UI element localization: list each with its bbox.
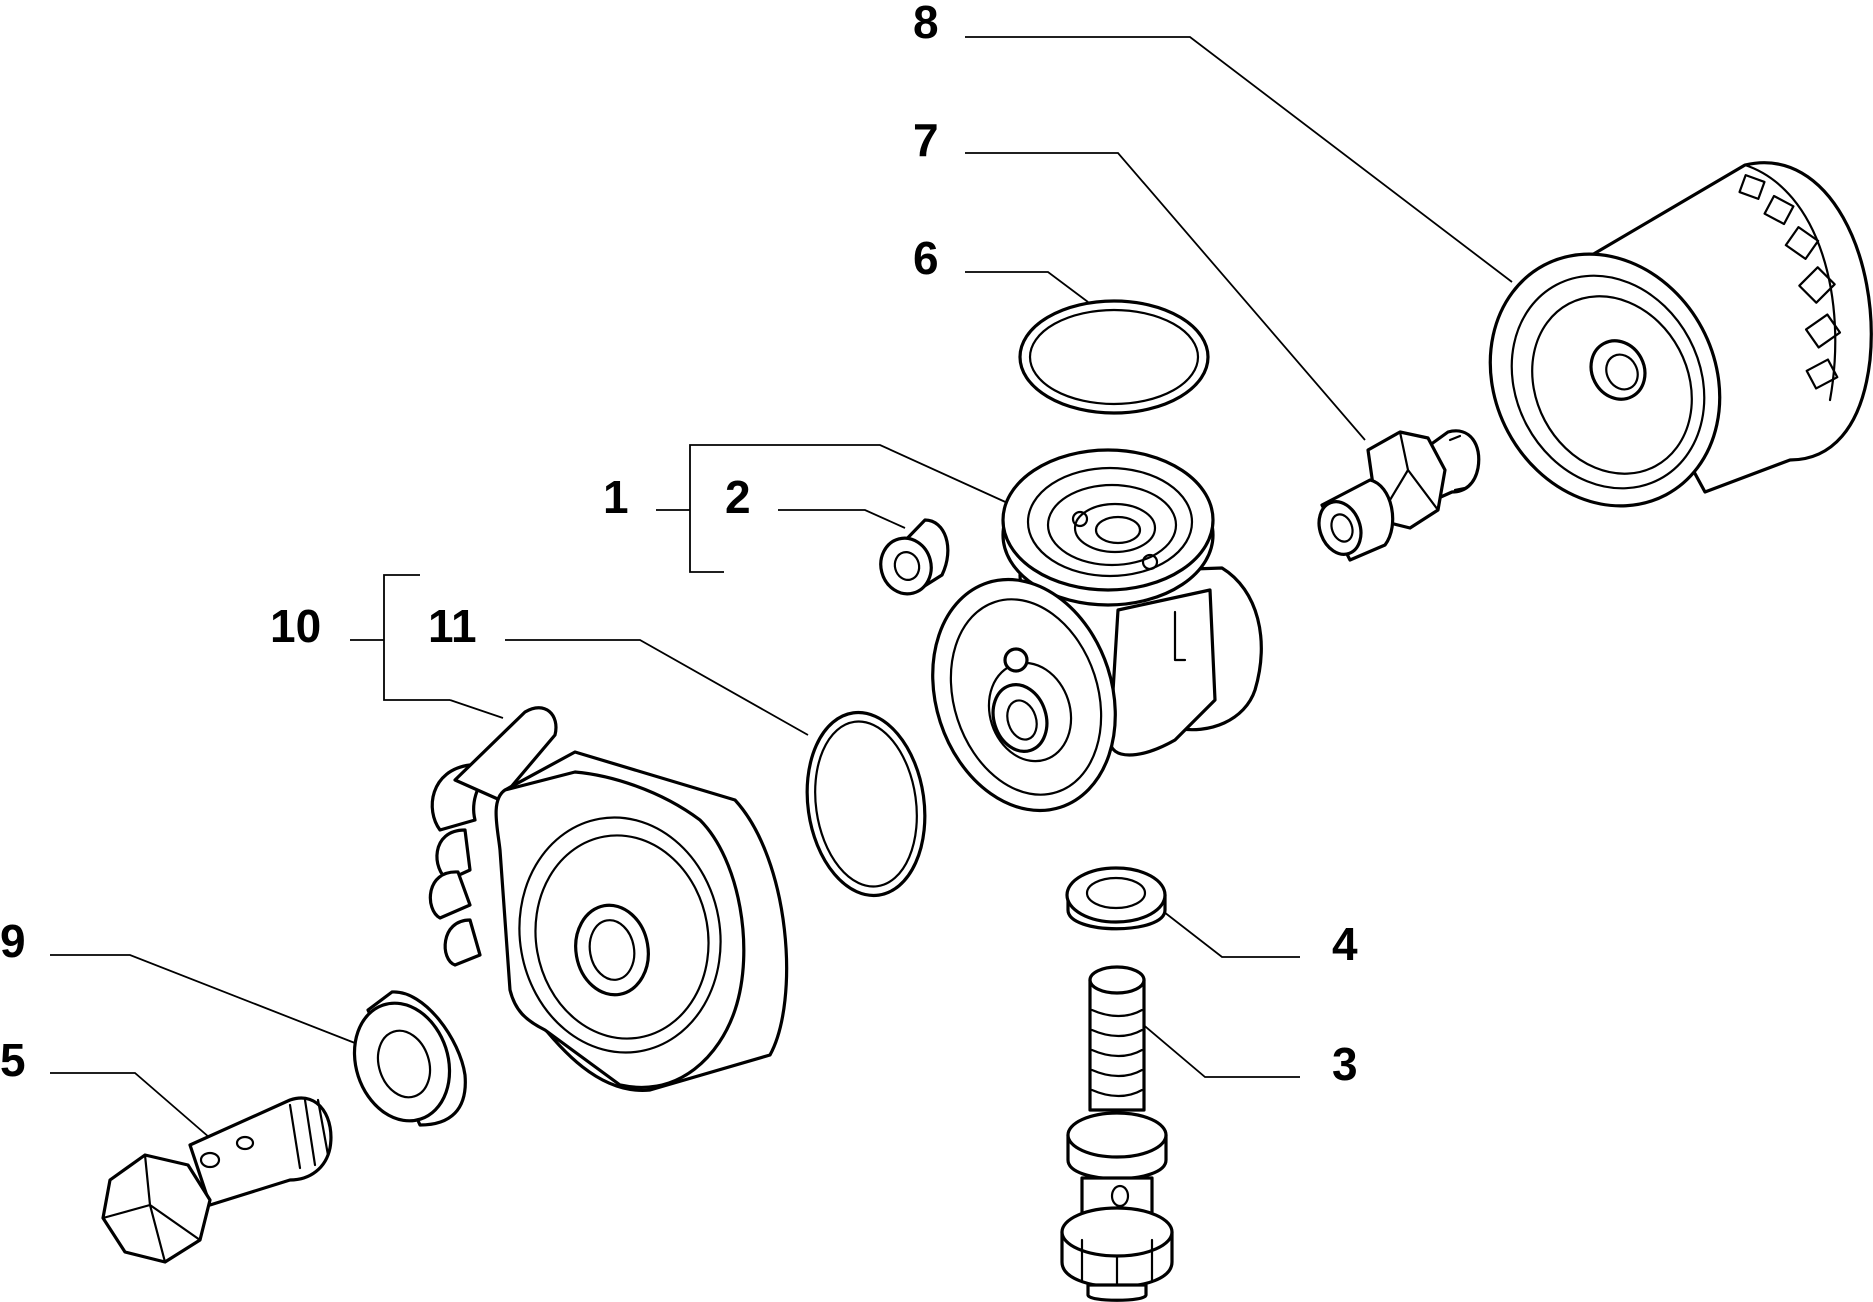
callout-9: 9 [0,915,26,967]
leader-7 [965,152,1366,441]
callout-8: 8 [913,0,939,48]
large-o-ring-part [1018,299,1210,415]
callout-7: 7 [913,114,939,166]
callout-6: 6 [913,232,939,284]
callout-1: 1 [603,471,629,523]
callout-2: 2 [725,471,751,523]
washer-left-part [352,990,467,1127]
leader-3 [1139,1021,1300,1078]
leader-1-bracket [689,444,724,573]
leader-9 [50,954,361,1046]
callout-4: 4 [1332,918,1358,970]
banjo-bolt-part [101,1096,333,1264]
leader-11 [505,639,809,736]
callout-labels: 8 7 6 1 2 10 11 4 3 9 5 [0,0,1358,1090]
leader-1-to-part [724,444,1013,506]
callout-3: 3 [1332,1038,1358,1090]
callout-10: 10 [270,600,321,652]
union-fitting-part [1317,429,1481,562]
leader-6 [965,271,1089,303]
callout-11: 11 [428,600,477,652]
leader-4 [1154,904,1300,958]
oil-filter-part [1488,161,1873,508]
leader-8 [965,36,1513,283]
filter-support-housing-part [931,448,1263,813]
leader-10-to-part [449,699,504,719]
leader-lines [50,36,1513,1139]
leader-2 [778,509,906,529]
medium-o-ring-part [805,710,927,898]
leader-5 [50,1072,211,1139]
leader-10-bracket [383,574,450,701]
hollow-stud-part [1060,965,1174,1302]
callout-5: 5 [0,1034,26,1086]
oil-cooler-part [428,706,789,1092]
small-bushing-part [879,518,950,596]
small-washer-part [1065,866,1167,931]
